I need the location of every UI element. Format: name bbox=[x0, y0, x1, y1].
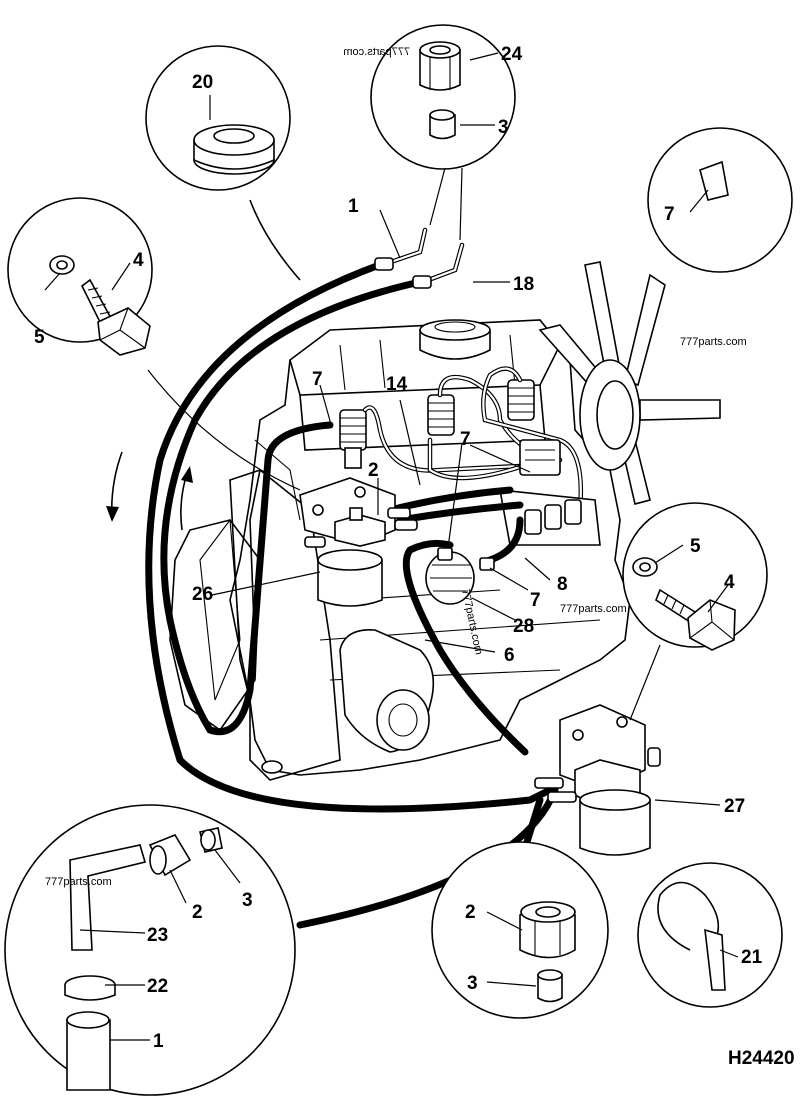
detail-circle-grommet bbox=[145, 45, 301, 281]
detail-circle-bolt-washer-right bbox=[622, 502, 768, 721]
callout-5-left: 5 bbox=[34, 327, 45, 348]
cooling-fan bbox=[538, 261, 721, 505]
callout-27: 27 bbox=[724, 796, 745, 817]
injector-2 bbox=[427, 394, 455, 436]
watermark-right: 777parts.com bbox=[680, 336, 747, 348]
callout-23: 23 bbox=[147, 925, 168, 946]
callout-1-pipe: 1 bbox=[348, 196, 359, 217]
detail-circle-clamp bbox=[647, 127, 793, 273]
pipe-item-18 bbox=[412, 242, 465, 289]
engine-block bbox=[169, 261, 721, 781]
flow-arrows bbox=[106, 451, 193, 531]
detail-circle-pipe-assembly bbox=[4, 804, 296, 1096]
callout-3-bottom-mid: 3 bbox=[467, 973, 478, 994]
watermark-feedpump: 777parts.com bbox=[459, 588, 485, 656]
watermark-top: 777parts.com bbox=[343, 46, 410, 58]
detail-circle-bolt-washer-left bbox=[7, 197, 301, 491]
callout-7-injector: 7 bbox=[312, 369, 323, 390]
injector-1 bbox=[339, 409, 367, 469]
feed-pump-28 bbox=[425, 547, 495, 605]
sediment-bowl-27 bbox=[534, 704, 661, 856]
callout-2-bottom-mid: 2 bbox=[465, 902, 476, 923]
callout-24: 24 bbox=[501, 44, 523, 65]
callout-21: 21 bbox=[741, 947, 763, 968]
watermark-engine: 777parts.com bbox=[560, 603, 627, 615]
callout-18: 18 bbox=[513, 274, 534, 295]
callout-28: 28 bbox=[513, 616, 534, 637]
callout-8: 8 bbox=[557, 574, 568, 595]
fuel-hoses bbox=[145, 260, 559, 929]
callout-7-feed: 7 bbox=[530, 590, 541, 611]
callout-20: 20 bbox=[192, 72, 213, 93]
callout-14: 14 bbox=[386, 374, 408, 395]
injection-pump bbox=[499, 439, 601, 546]
callout-7-center: 7 bbox=[460, 429, 471, 450]
callout-5-right: 5 bbox=[690, 536, 701, 557]
callout-2-bottom-left: 2 bbox=[192, 902, 203, 923]
callout-numbers: 1 1 2 2 2 3 3 3 4 4 5 5 6 7 7 7 7 8 14 1… bbox=[34, 44, 763, 1052]
callout-4-right: 4 bbox=[724, 572, 735, 593]
callout-6: 6 bbox=[504, 645, 515, 666]
callout-2-engine: 2 bbox=[368, 460, 379, 481]
callout-3-top: 3 bbox=[498, 117, 509, 138]
detail-circle-cable-tie bbox=[637, 862, 783, 1008]
drawing-code: H24420 bbox=[728, 1048, 795, 1069]
pipe-item-1 bbox=[374, 227, 428, 271]
callout-4-left: 4 bbox=[133, 250, 144, 271]
callout-26: 26 bbox=[192, 584, 213, 605]
callout-3-bottom-left: 3 bbox=[242, 890, 253, 911]
callout-7-clamp: 7 bbox=[664, 204, 675, 225]
detail-circle-nut-sleeve-top bbox=[370, 24, 516, 241]
callout-22: 22 bbox=[147, 976, 168, 997]
leader-lines bbox=[44, 52, 739, 1041]
fuel-filter-26 bbox=[299, 477, 418, 607]
detail-circle-nut-sleeve-bottom bbox=[431, 841, 609, 1019]
watermark-bottom: 777parts.com bbox=[45, 876, 112, 888]
callout-1-bottom: 1 bbox=[153, 1031, 164, 1052]
injector-3 bbox=[507, 379, 535, 421]
